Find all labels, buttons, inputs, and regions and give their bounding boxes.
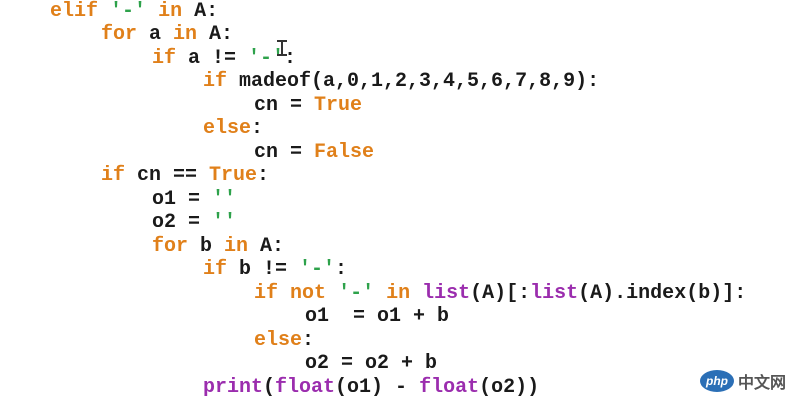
watermark-site-text: 中文网 [737, 375, 786, 392]
code-token: A: [182, 0, 219, 23]
keyword-token: for [152, 235, 189, 258]
keyword-token: if [203, 70, 228, 93]
code-token: cn = [254, 94, 315, 117]
keyword-token: False [314, 141, 375, 164]
code-token: o2 = o2 + b [305, 352, 438, 375]
keyword-token: not [290, 282, 327, 305]
keyword-token: if [152, 47, 177, 70]
string-token: '-' [248, 47, 285, 70]
code-token [326, 282, 338, 305]
code-token [98, 0, 110, 23]
code-token: A: [248, 235, 285, 258]
code-token: : [257, 164, 270, 187]
code-line: o1 = o1 + b [305, 305, 449, 329]
string-token: '-' [110, 0, 147, 23]
text-cursor-icon [277, 40, 287, 56]
keyword-token: if [101, 164, 126, 187]
code-line: if a != '-': [152, 47, 296, 71]
code-token: (A).index(b)]: [578, 282, 747, 305]
code-token: o1 = [152, 188, 213, 211]
code-line: else: [254, 329, 314, 353]
code-token [374, 282, 386, 305]
keyword-token: True [314, 94, 363, 117]
php-logo-icon: php [699, 370, 734, 392]
code-token: (A)[: [470, 282, 531, 305]
string-token: '-' [299, 258, 336, 281]
builtin-token: float [419, 376, 480, 399]
builtin-token: list [422, 282, 471, 305]
code-token: : [302, 329, 315, 352]
keyword-token: else [203, 117, 252, 140]
code-line: o2 = o2 + b [305, 352, 437, 376]
code-line: if not '-' in list(A)[:list(A).index(b)]… [254, 282, 746, 306]
code-token [146, 0, 158, 23]
keyword-token: in [158, 0, 183, 23]
string-token: '' [212, 211, 237, 234]
code-token: b [188, 235, 225, 258]
code-token: cn == [125, 164, 210, 187]
code-token: o2 = [152, 211, 213, 234]
code-token: (o1) - [335, 376, 420, 399]
keyword-token: else [254, 329, 303, 352]
code-line: cn = False [254, 141, 374, 165]
code-token: a != [176, 47, 249, 70]
keyword-token: True [209, 164, 258, 187]
code-line: if b != '-': [203, 258, 347, 282]
code-token: A: [197, 23, 234, 46]
code-line: o2 = '' [152, 211, 236, 235]
code-line: for a in A: [101, 23, 233, 47]
code-line: if madeof(a,0,1,2,3,4,5,6,7,8,9): [203, 70, 599, 94]
code-line: o1 = '' [152, 188, 236, 212]
code-token: : [335, 258, 348, 281]
string-token: '-' [338, 282, 375, 305]
site-watermark: php 中文网 [699, 369, 786, 393]
keyword-token: if [203, 258, 228, 281]
code-token [278, 282, 290, 305]
string-token: '' [212, 188, 237, 211]
code-line: else: [203, 117, 263, 141]
builtin-token: print [203, 376, 264, 399]
code-token: cn = [254, 141, 315, 164]
keyword-token: for [101, 23, 138, 46]
code-token: ( [263, 376, 276, 399]
keyword-token: in [386, 282, 411, 305]
keyword-token: elif [50, 0, 99, 23]
code-token: b != [227, 258, 300, 281]
code-token: : [284, 47, 297, 70]
code-token: : [251, 117, 264, 140]
code-token: a [137, 23, 174, 46]
code-token: o1 = o1 + b [305, 305, 450, 328]
keyword-token: if [254, 282, 279, 305]
keyword-token: in [173, 23, 198, 46]
code-line: elif '-' in A: [50, 0, 218, 24]
code-token [410, 282, 422, 305]
keyword-token: in [224, 235, 249, 258]
builtin-token: float [275, 376, 336, 399]
code-line: print(float(o1) - float(o2)) [203, 376, 539, 400]
code-line: for b in A: [152, 235, 284, 259]
code-token: madeof(a,0,1,2,3,4,5,6,7,8,9): [227, 70, 600, 93]
code-token: (o2)) [479, 376, 540, 399]
code-line: cn = True [254, 94, 362, 118]
builtin-token: list [530, 282, 579, 305]
code-line: if cn == True: [101, 164, 269, 188]
